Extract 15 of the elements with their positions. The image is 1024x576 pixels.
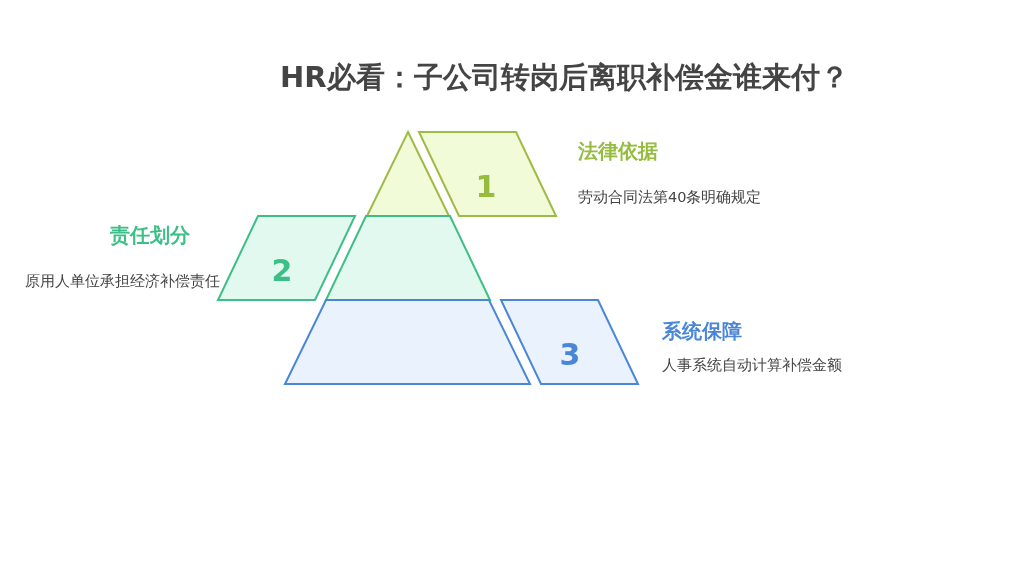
section-heading: 责任划分 (110, 223, 190, 247)
step-parallelogram (418, 131, 557, 217)
step-number: 3 (559, 339, 581, 371)
pyramid-tier (325, 215, 491, 301)
step-number: 2 (271, 255, 293, 287)
step-parallelogram (500, 299, 639, 385)
pyramid-tier (366, 131, 450, 217)
pyramid-tier (284, 299, 531, 385)
section-heading: 系统保障 (662, 319, 742, 343)
step-number: 1 (475, 171, 497, 203)
title: HR必看：子公司转岗后离职补偿金谁来付？ (280, 59, 849, 96)
section-heading: 法律依据 (578, 139, 658, 163)
section-description: 人事系统自动计算补偿金额 (662, 356, 842, 375)
section-description: 劳动合同法第40条明确规定 (578, 188, 762, 207)
section-description: 原用人单位承担经济补偿责任 (25, 272, 220, 291)
